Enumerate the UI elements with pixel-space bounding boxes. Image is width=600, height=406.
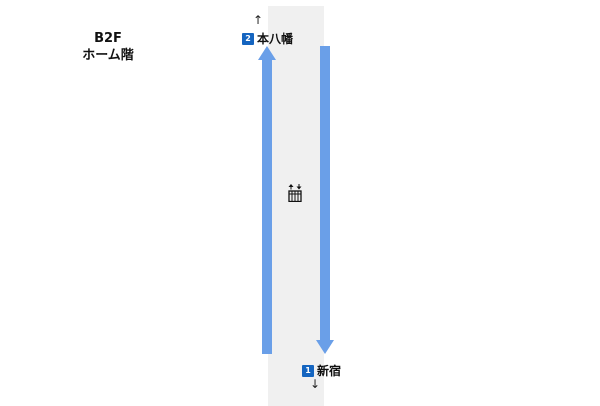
track-number-badge: 1 — [302, 364, 314, 377]
platform-label-track-1[interactable]: 1 新宿 — [302, 362, 341, 379]
destination-label: 本八幡 — [257, 32, 294, 46]
track-2-up-arrow — [258, 46, 276, 354]
platform-area — [268, 6, 324, 406]
destination-label: 新宿 — [317, 364, 342, 378]
floor-label: B2F ホーム階 — [68, 30, 148, 64]
track-number-badge: 2 — [242, 32, 254, 45]
track-1-down-arrow — [316, 46, 334, 354]
up-direction-arrow: ↑ — [253, 13, 264, 27]
down-direction-arrow: ↓ — [310, 377, 321, 391]
floor-name: ホーム階 — [82, 48, 134, 63]
elevator-icon[interactable] — [288, 184, 302, 202]
floor-level: B2F — [94, 31, 122, 46]
platform-label-track-2[interactable]: 2 本八幡 — [242, 30, 293, 47]
